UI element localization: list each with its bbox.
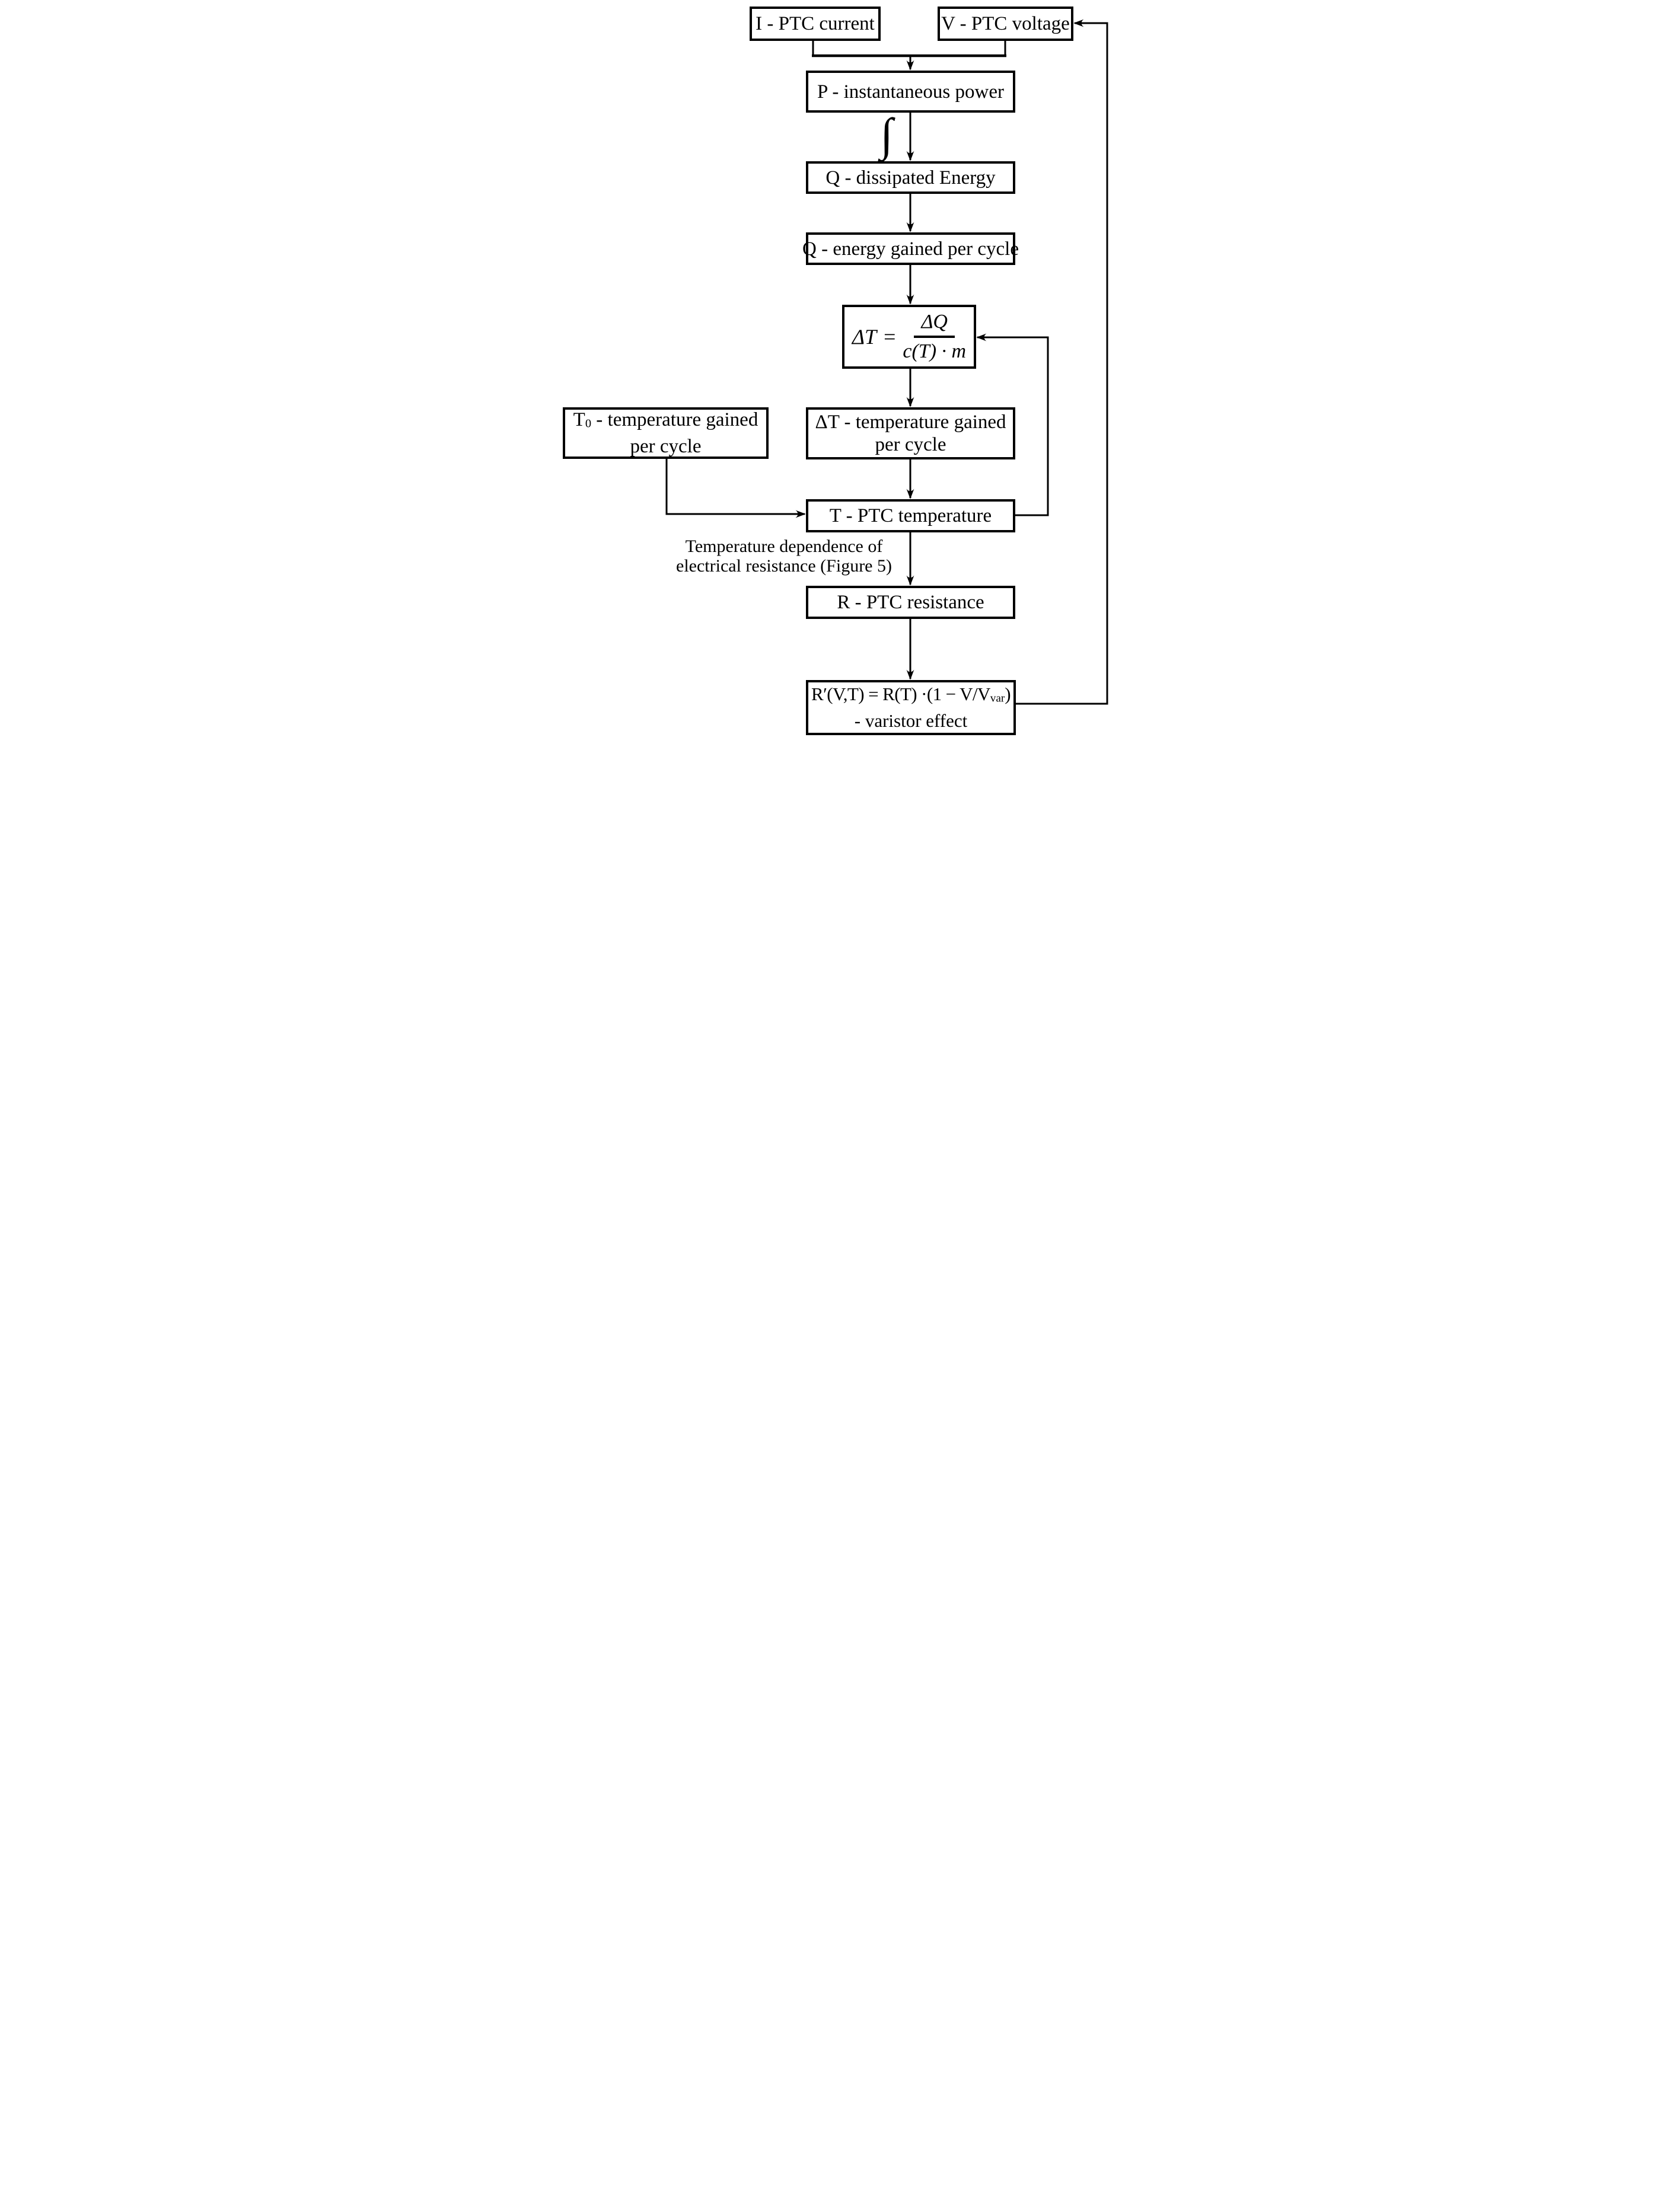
box-ptc-current-label: I - PTC current — [756, 13, 875, 34]
initial-temperature-symbol: T — [573, 409, 585, 431]
varistor-effect-line: - varistor effect — [854, 710, 968, 732]
box-temperature-gained-line1: ΔT - temperature gained — [815, 411, 1006, 433]
box-dissipated-energy-label: Q - dissipated Energy — [825, 167, 996, 189]
formula-fraction: ΔQ c(T) · m — [903, 311, 966, 362]
box-initial-temperature-line1: T0 - temperature gained — [573, 408, 758, 435]
temperature-dependence-note-line2: electrical resistance (Figure 5) — [676, 556, 892, 576]
box-initial-temperature-line2: per cycle — [630, 435, 702, 457]
integral-symbol: ∫ — [880, 108, 893, 160]
box-initial-temperature: T0 - temperature gained per cycle — [563, 407, 769, 459]
formula-denominator: c(T) · m — [903, 340, 967, 362]
arrow-initial-temperature-to-temperature — [665, 459, 806, 518]
box-ptc-voltage: V - PTC voltage — [938, 7, 1073, 41]
box-ptc-resistance: R - PTC resistance — [806, 586, 1015, 619]
box-temperature-gained: ΔT - temperature gained per cycle — [806, 407, 1015, 459]
box-varistor-effect: R′(V,T) = R(T) ·(1 − V/Vvar) - varistor … — [806, 680, 1016, 735]
initial-temperature-subscript: 0 — [585, 417, 592, 430]
box-energy-gained-per-cycle: Q - energy gained per cycle — [802, 232, 1019, 265]
arrow-varistor-feedback-to-voltage — [1016, 19, 1108, 705]
box-ptc-current: I - PTC current — [750, 7, 881, 41]
box-energy-gained-per-cycle-label: Q - energy gained per cycle — [802, 238, 1019, 260]
box-temperature-gained-line2: per cycle — [875, 434, 946, 455]
varistor-formula-subscript: var — [990, 692, 1005, 705]
varistor-formula-pre: R′(V,T) = R(T) ·(1 − V/V — [811, 683, 990, 704]
arrow-temperature-feedback-to-formula — [976, 333, 1049, 516]
formula-numerator: ΔQ — [914, 311, 955, 338]
formula-lhs: ΔT — [852, 325, 877, 349]
varistor-formula-post: ) — [1005, 683, 1011, 704]
box-dissipated-energy: Q - dissipated Energy — [806, 161, 1015, 194]
box-ptc-voltage-label: V - PTC voltage — [941, 13, 1070, 34]
connector-layer — [665, 19, 1108, 705]
temperature-dependence-note: Temperature dependence of electrical res… — [662, 537, 906, 576]
initial-temperature-text: - temperature gained — [591, 409, 758, 431]
temperature-dependence-note-line1: Temperature dependence of — [685, 537, 883, 556]
box-instantaneous-power-label: P - instantaneous power — [817, 81, 1004, 103]
box-instantaneous-power: P - instantaneous power — [806, 71, 1015, 113]
formula-equals: = — [884, 325, 896, 349]
box-ptc-temperature-label: T - PTC temperature — [829, 505, 992, 526]
box-ptc-resistance-label: R - PTC resistance — [837, 592, 984, 613]
ptc-model-flowchart: I - PTC current V - PTC voltage P - inst… — [556, 0, 1111, 738]
box-ptc-temperature: T - PTC temperature — [806, 499, 1015, 532]
varistor-formula-line: R′(V,T) = R(T) ·(1 − V/Vvar) — [811, 683, 1011, 710]
integral-operator: ∫ — [869, 111, 904, 158]
box-delta-t-formula: ΔT = ΔQ c(T) · m — [842, 305, 976, 369]
